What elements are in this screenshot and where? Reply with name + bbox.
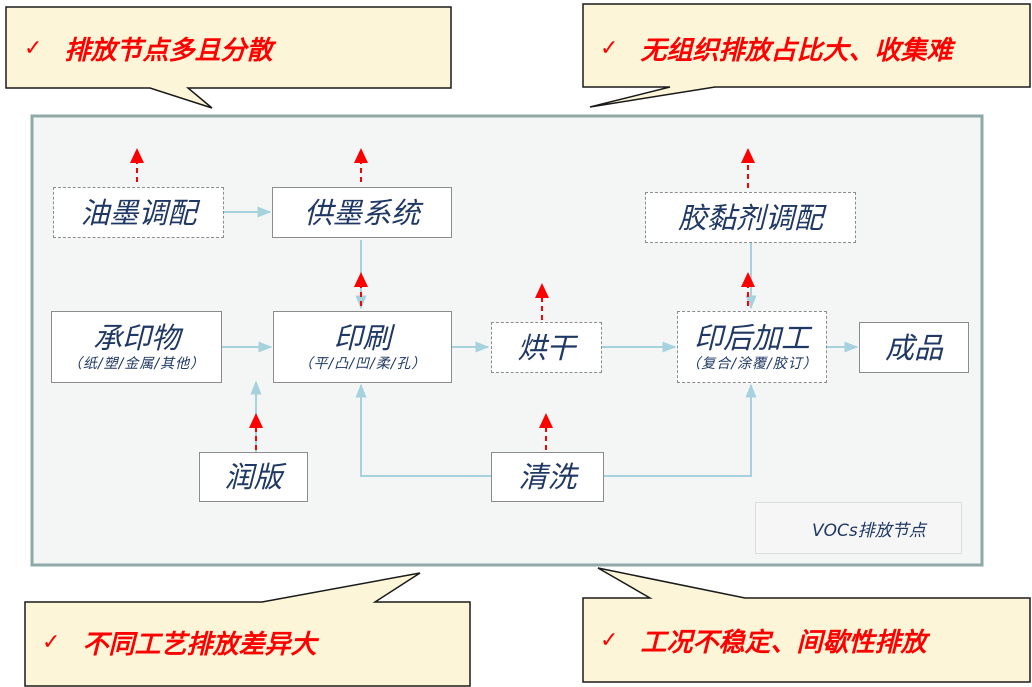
- emission-arrow-adhesive: [741, 148, 755, 188]
- emission-arrow-printing: [354, 272, 368, 306]
- node-ink-supply: 供墨系统: [272, 187, 452, 238]
- node-drying-label: 烘干: [517, 330, 576, 365]
- node-fountain: 润版: [199, 452, 308, 502]
- callout-bubble-top-right: [582, 3, 1031, 108]
- callout-bottom-left-text: 不同工艺排放差异大: [82, 630, 317, 660]
- flow-cleaning-to-post-press: [604, 383, 757, 477]
- node-printing-label: 印刷: [333, 321, 392, 355]
- callout-top-left-text: 排放节点多且分散: [64, 36, 273, 66]
- emission-arrow-ink-mixing: [130, 148, 144, 182]
- emission-arrow-drying: [535, 283, 549, 320]
- flow-cleaning-to-printing: [355, 383, 491, 477]
- emission-arrow-ink-supply: [354, 148, 368, 182]
- callout-top-left: ✓ 排放节点多且分散: [24, 30, 272, 67]
- node-cleaning-label: 清洗: [518, 460, 577, 494]
- emission-arrows: [130, 148, 755, 450]
- node-product-label: 成品: [884, 330, 943, 365]
- callout-bubble-top-left: [5, 6, 452, 109]
- node-ink-mixing: 油墨调配: [53, 187, 224, 238]
- legend-box: [755, 502, 962, 554]
- node-substrate-label: 承印物: [92, 321, 180, 355]
- callout-bottom-right: ✓ 工况不稳定、间歇性排放: [600, 622, 926, 659]
- node-printing-sub: （平/凸/凹/柔/孔）: [298, 356, 427, 372]
- node-post-press-label: 印后加工: [693, 321, 810, 355]
- node-fountain-label: 润版: [224, 460, 283, 494]
- callout-top-right-text: 无组织排放占比大、收集难: [640, 36, 953, 66]
- legend-label: VOCs排放节点: [812, 521, 926, 541]
- node-substrate-sub: （纸/塑/金属/其他）: [67, 356, 206, 372]
- check-icon: ✓: [600, 628, 619, 653]
- check-icon: ✓: [42, 630, 61, 655]
- node-drying: 烘干: [491, 322, 602, 373]
- node-ink-mixing-label: 油墨调配: [80, 195, 197, 230]
- node-post-press: 印后加工 （复合/涂覆/胶订）: [677, 311, 827, 383]
- node-post-press-sub: （复合/涂覆/胶订）: [686, 356, 818, 372]
- callout-bubble-bottom-left: [24, 572, 471, 687]
- emission-arrow-cleaning: [539, 413, 553, 450]
- check-icon: ✓: [24, 36, 43, 61]
- node-ink-supply-label: 供墨系统: [303, 195, 420, 230]
- node-substrate: 承印物 （纸/塑/金属/其他）: [51, 311, 222, 383]
- callout-bubble-bottom-right: [582, 567, 1031, 683]
- callout-bottom-right-text: 工况不稳定、间歇性排放: [640, 628, 927, 658]
- emission-arrow-post-press: [741, 272, 755, 306]
- node-adhesive-mixing-label: 胶黏剂调配: [677, 200, 823, 235]
- emission-arrow-fountain: [249, 413, 263, 450]
- callout-bottom-left: ✓ 不同工艺排放差异大: [42, 624, 316, 661]
- node-product: 成品: [859, 322, 969, 373]
- node-cleaning: 清洗: [491, 452, 604, 502]
- node-printing: 印刷 （平/凸/凹/柔/孔）: [273, 311, 452, 383]
- callout-top-right: ✓ 无组织排放占比大、收集难: [600, 30, 952, 67]
- check-icon: ✓: [600, 36, 619, 61]
- node-adhesive-mixing: 胶黏剂调配: [645, 192, 856, 243]
